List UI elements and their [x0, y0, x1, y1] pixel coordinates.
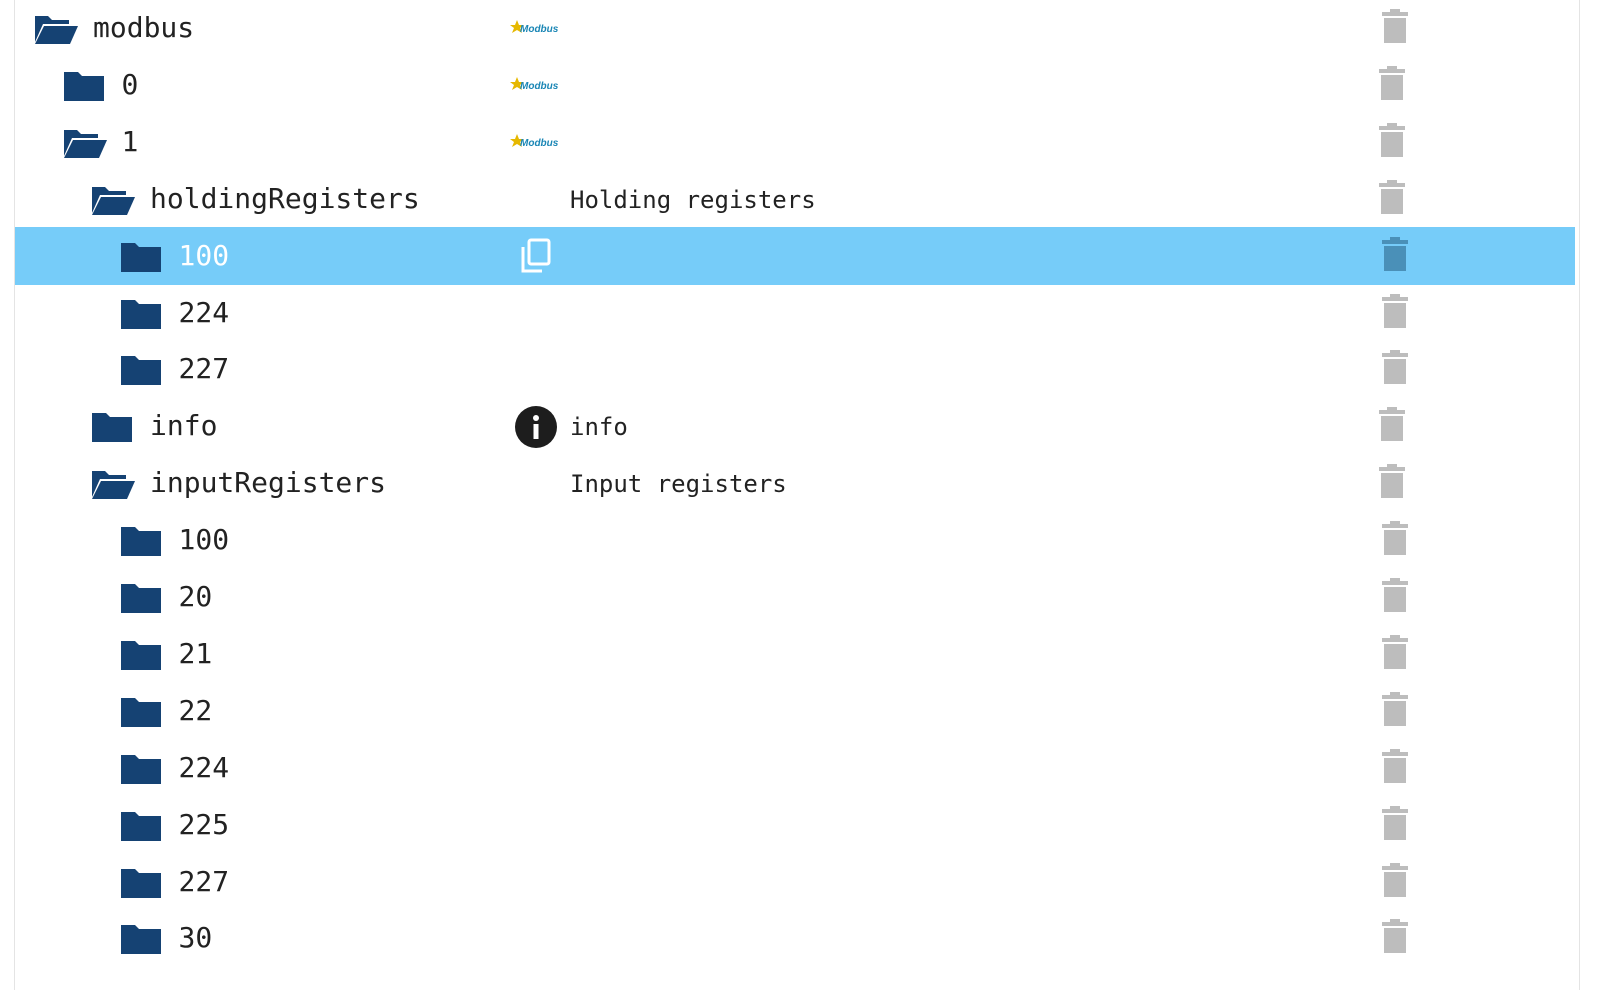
- tree-item-name: 100: [178, 238, 230, 272]
- delete-trash-icon[interactable]: [1381, 748, 1409, 783]
- delete-trash-icon[interactable]: [1381, 805, 1409, 840]
- tree-item-name: inputRegisters: [150, 466, 387, 500]
- tree-row[interactable]: modbus Modbus: [15, 0, 1575, 57]
- tree-row[interactable]: 100: [15, 511, 1575, 569]
- modbus-logo-icon: Modbus: [509, 131, 565, 153]
- tree-item-name: 30: [178, 921, 213, 955]
- tree-item-name: 100: [178, 523, 230, 557]
- tree-row[interactable]: 225: [15, 796, 1575, 854]
- folder-icon[interactable]: [119, 809, 165, 843]
- tree-item-description: info: [570, 413, 628, 442]
- tree-item-name: 227: [178, 864, 230, 898]
- info-icon: [514, 405, 558, 449]
- tree-item-name: 227: [178, 352, 230, 386]
- tree-row[interactable]: 30: [15, 909, 1575, 967]
- tree-item-name: 224: [178, 295, 230, 329]
- delete-trash-icon[interactable]: [1378, 407, 1406, 442]
- tree-row[interactable]: inputRegisters Input registers: [15, 454, 1575, 512]
- tree-row[interactable]: 227: [15, 853, 1575, 911]
- tree-item-name: modbus: [93, 11, 195, 44]
- tree-row[interactable]: 22: [15, 682, 1575, 740]
- folder-icon[interactable]: [119, 297, 165, 331]
- tree-row[interactable]: 100: [15, 226, 1575, 285]
- tree-item-name: 21: [178, 636, 213, 670]
- folder-icon[interactable]: [62, 69, 108, 103]
- tree-item-name: 225: [178, 807, 230, 841]
- tree-row[interactable]: 20: [15, 568, 1575, 626]
- delete-trash-icon[interactable]: [1381, 521, 1409, 556]
- folder-icon[interactable]: [119, 866, 165, 900]
- delete-trash-icon[interactable]: [1378, 179, 1406, 214]
- delete-trash-icon[interactable]: [1381, 293, 1409, 328]
- delete-trash-icon[interactable]: [1381, 236, 1409, 271]
- folder-icon[interactable]: [119, 240, 165, 274]
- folder-icon[interactable]: [119, 922, 165, 956]
- delete-trash-icon[interactable]: [1381, 350, 1409, 385]
- tree-row[interactable]: 0 Modbus: [15, 56, 1575, 114]
- modbus-logo-icon: Modbus: [509, 74, 565, 96]
- tree-item-name: 22: [178, 693, 213, 727]
- tree-item-description: Input registers: [570, 470, 787, 499]
- delete-trash-icon[interactable]: [1381, 9, 1409, 43]
- modbus-logo-text: Modbus: [520, 24, 559, 35]
- tree-item-name: info: [150, 409, 218, 443]
- tree-item-name: 20: [178, 580, 213, 613]
- tree-row[interactable]: 224: [15, 739, 1575, 797]
- tree-item-name: 0: [121, 67, 139, 101]
- tree-row[interactable]: holdingRegisters Holding registers: [15, 170, 1575, 228]
- delete-trash-icon[interactable]: [1381, 862, 1409, 897]
- modbus-logo-text: Modbus: [520, 138, 559, 149]
- delete-trash-icon[interactable]: [1381, 634, 1409, 669]
- tree-item-description: Holding registers: [570, 185, 816, 214]
- folder-open-icon[interactable]: [90, 183, 136, 217]
- folder-open-icon[interactable]: [33, 12, 79, 46]
- delete-trash-icon[interactable]: [1378, 122, 1406, 157]
- folder-icon[interactable]: [119, 752, 165, 786]
- delete-trash-icon[interactable]: [1381, 691, 1409, 726]
- tree-row[interactable]: 224: [15, 284, 1575, 342]
- folder-icon[interactable]: [119, 353, 165, 387]
- tree-row[interactable]: 227: [15, 340, 1575, 398]
- copy-icon[interactable]: [519, 238, 553, 274]
- tree-item-name: 224: [178, 750, 230, 784]
- folder-icon[interactable]: [119, 581, 165, 615]
- folder-open-icon[interactable]: [62, 126, 108, 160]
- folder-icon[interactable]: [90, 410, 136, 444]
- folder-open-icon[interactable]: [90, 467, 136, 501]
- tree-row[interactable]: 21: [15, 625, 1575, 683]
- modbus-logo-icon: Modbus: [509, 17, 565, 39]
- delete-trash-icon[interactable]: [1378, 65, 1406, 100]
- folder-icon[interactable]: [119, 524, 165, 558]
- tree-item-name: 1: [121, 124, 139, 158]
- delete-trash-icon[interactable]: [1381, 578, 1409, 612]
- tree-row[interactable]: 1 Modbus: [15, 113, 1575, 171]
- delete-trash-icon[interactable]: [1378, 464, 1406, 499]
- folder-icon[interactable]: [119, 695, 165, 729]
- tree-item-name: holdingRegisters: [150, 181, 420, 215]
- delete-trash-icon[interactable]: [1381, 919, 1409, 954]
- folder-icon[interactable]: [119, 638, 165, 672]
- modbus-logo-text: Modbus: [520, 81, 559, 92]
- tree-row[interactable]: info info: [15, 397, 1575, 455]
